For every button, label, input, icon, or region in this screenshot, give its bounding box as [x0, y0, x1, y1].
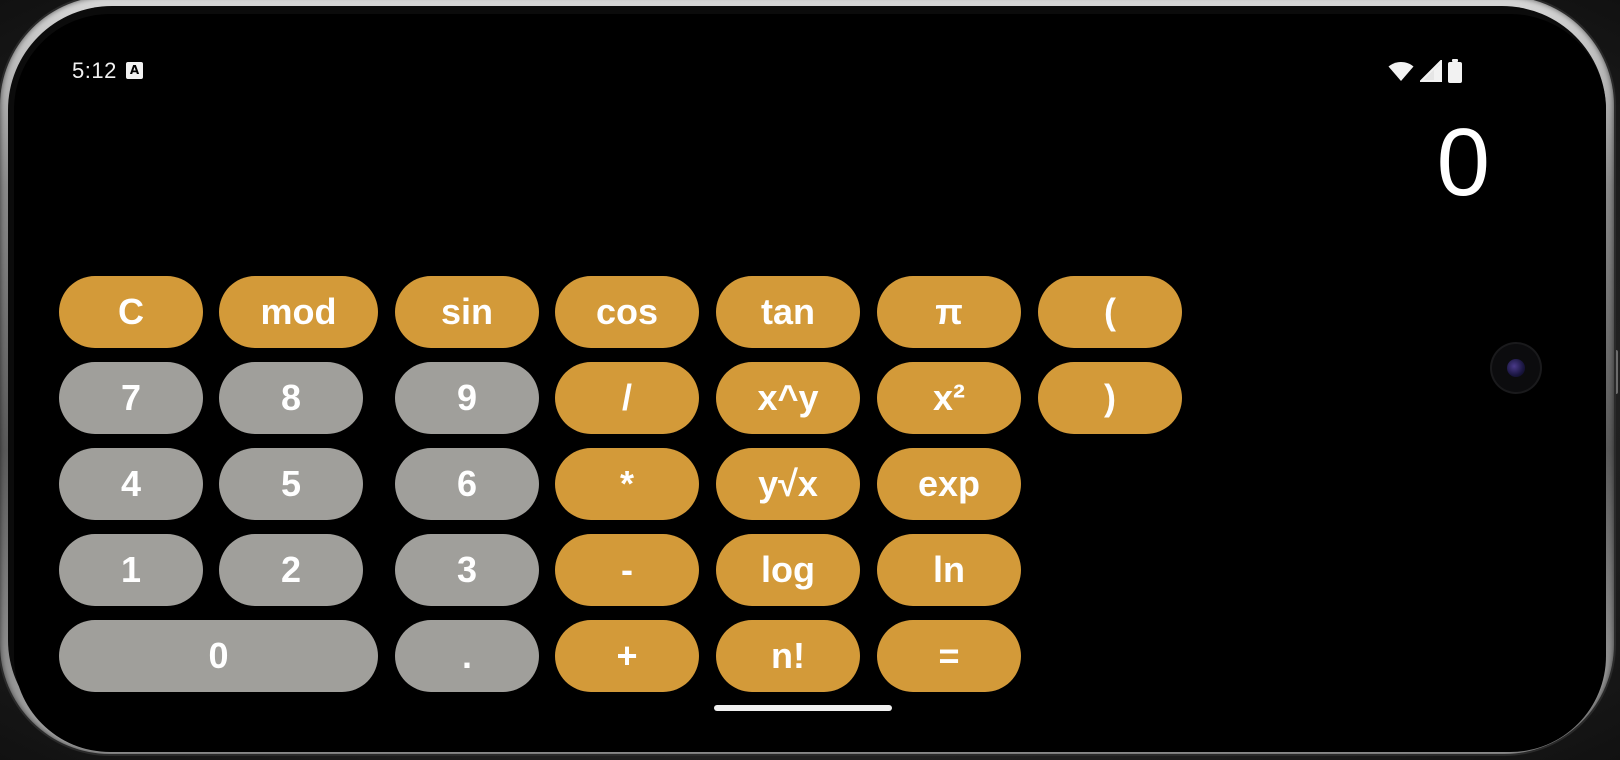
wifi-icon: [1388, 60, 1414, 82]
factorial-button[interactable]: n!: [716, 620, 860, 692]
exp-button[interactable]: exp: [877, 448, 1021, 520]
root-button[interactable]: y√x: [716, 448, 860, 520]
ln-button[interactable]: ln: [877, 534, 1021, 606]
multiply-button[interactable]: *: [555, 448, 699, 520]
open-paren-button[interactable]: (: [1038, 276, 1182, 348]
front-camera: [1492, 344, 1540, 392]
digit-6-button[interactable]: 6: [395, 448, 539, 520]
cell-signal-icon: [1420, 60, 1442, 82]
square-button[interactable]: x²: [877, 362, 1021, 434]
power-button[interactable]: x^y: [716, 362, 860, 434]
camera-lens: [1507, 359, 1525, 377]
digit-4-button[interactable]: 4: [59, 448, 203, 520]
digit-9-button[interactable]: 9: [395, 362, 539, 434]
digit-3-button[interactable]: 3: [395, 534, 539, 606]
result-display: 0: [1436, 109, 1490, 216]
pi-button[interactable]: π: [877, 276, 1021, 348]
sin-button[interactable]: sin: [395, 276, 539, 348]
digit-0-button[interactable]: 0: [59, 620, 378, 692]
mod-button[interactable]: mod: [219, 276, 378, 348]
side-button: [1612, 350, 1618, 394]
cos-button[interactable]: cos: [555, 276, 699, 348]
clear-button[interactable]: C: [59, 276, 203, 348]
home-indicator[interactable]: [714, 705, 892, 711]
close-paren-button[interactable]: ): [1038, 362, 1182, 434]
calculator-screen: 5:12 A: [14, 14, 1606, 752]
digit-8-button[interactable]: 8: [219, 362, 363, 434]
status-icons: [1388, 58, 1462, 84]
digit-2-button[interactable]: 2: [219, 534, 363, 606]
keyboard-notification-icon: A: [126, 62, 143, 79]
status-time: 5:12: [72, 58, 117, 83]
digit-5-button[interactable]: 5: [219, 448, 363, 520]
digit-7-button[interactable]: 7: [59, 362, 203, 434]
battery-icon: [1448, 59, 1462, 83]
equals-button[interactable]: =: [877, 620, 1021, 692]
digit-1-button[interactable]: 1: [59, 534, 203, 606]
subtract-button[interactable]: -: [555, 534, 699, 606]
divide-button[interactable]: /: [555, 362, 699, 434]
log-button[interactable]: log: [716, 534, 860, 606]
add-button[interactable]: +: [555, 620, 699, 692]
decimal-button[interactable]: .: [395, 620, 539, 692]
tan-button[interactable]: tan: [716, 276, 860, 348]
status-bar: 5:12 A: [14, 14, 1606, 83]
